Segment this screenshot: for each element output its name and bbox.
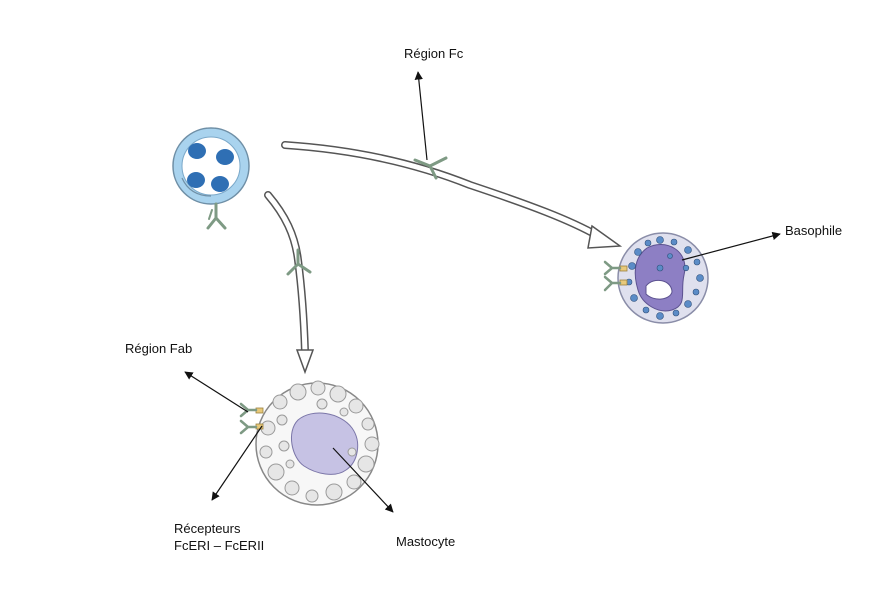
mastocyte-cell <box>255 380 380 506</box>
basophil-cell <box>617 232 709 324</box>
pointer-fc-region <box>414 71 428 161</box>
arrow-to-mastocyte <box>264 191 315 375</box>
label-receptors-line2: FcERI – FcERII <box>174 538 265 553</box>
arrow-to-basophil <box>281 141 623 249</box>
antibody-on-arrow-fc <box>413 156 448 180</box>
label-receptors: Récepteurs FcERI – FcERII <box>174 520 264 554</box>
label-mastocyte: Mastocyte <box>396 534 456 549</box>
antibody-on-plasma-cell <box>206 202 227 230</box>
pointer-fab-region <box>184 371 249 413</box>
basophil-receptors <box>603 260 628 292</box>
label-fab-region: Région Fab <box>125 341 193 356</box>
label-receptors-line1: Récepteurs <box>174 521 241 536</box>
antibody-on-arrow-mast <box>286 248 312 276</box>
pointer-mastocyte <box>332 447 394 513</box>
pointer-receptors <box>211 425 263 501</box>
label-fc-region: Région Fc <box>404 46 464 61</box>
pointer-basophile <box>681 231 781 261</box>
label-basophile: Basophile <box>785 223 843 238</box>
plasma-cell <box>172 127 250 205</box>
